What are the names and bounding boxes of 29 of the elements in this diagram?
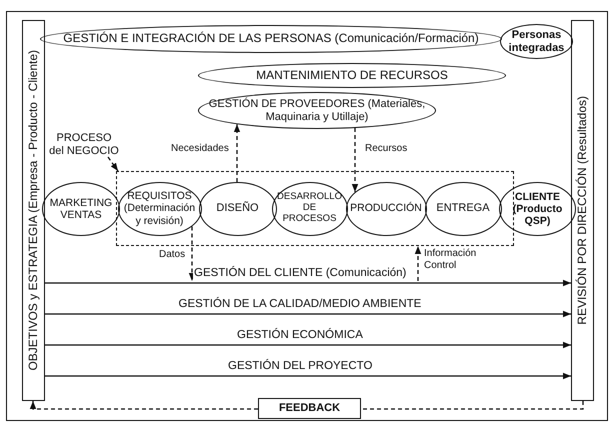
- feedback-box: FEEDBACK: [258, 398, 361, 419]
- edge-label: Recursos: [364, 143, 408, 154]
- process-ellipse: Personas integradas: [500, 24, 573, 59]
- edge-label: GESTIÓN DEL CLIENTE (Comunicación): [193, 267, 408, 280]
- arrow: [188, 226, 196, 281]
- process-ellipse: MANTENIMIENTO DE RECURSOS: [198, 63, 506, 88]
- leader-line: [107, 156, 119, 172]
- edge-label: Datos: [158, 249, 186, 260]
- process-ellipse: DISEÑO: [198, 182, 276, 236]
- edge-label: Necesidades: [170, 143, 230, 154]
- process-ellipse: PRODUCCIÓN: [346, 182, 426, 236]
- arrow: [414, 246, 422, 281]
- process-ellipse: REQUISITOS (Determinación y revisión): [118, 182, 202, 236]
- annotation-text: PROCESO del NEGOCIO: [48, 133, 120, 157]
- arrow: [45, 342, 571, 348]
- arrow: [30, 401, 258, 410]
- arrow: [45, 280, 571, 286]
- arrow: [234, 124, 240, 182]
- process-ellipse: MARKETING VENTAS: [42, 182, 120, 236]
- arrow: [45, 310, 571, 318]
- arrow: [352, 128, 358, 192]
- process-ellipse: ENTREGA: [424, 182, 502, 236]
- process-ellipse: DESARROLLO DE PROCESOS: [272, 182, 348, 236]
- dashed-boundary-box: [116, 171, 514, 246]
- vertical-box: REVISIÓN POR DIRECCIÓN (Resultados): [571, 20, 594, 401]
- arrow: [45, 372, 571, 380]
- process-ellipse: CLIENTE (Producto QSP): [499, 182, 576, 236]
- process-ellipse: GESTIÓN DE PROVEEDORES (Materiales, Maquinaria y Utillaje): [198, 92, 436, 129]
- vertical-box: OBJETIVOS y ESTRATEGIA (Empresa - Producto - Cliente): [22, 20, 45, 401]
